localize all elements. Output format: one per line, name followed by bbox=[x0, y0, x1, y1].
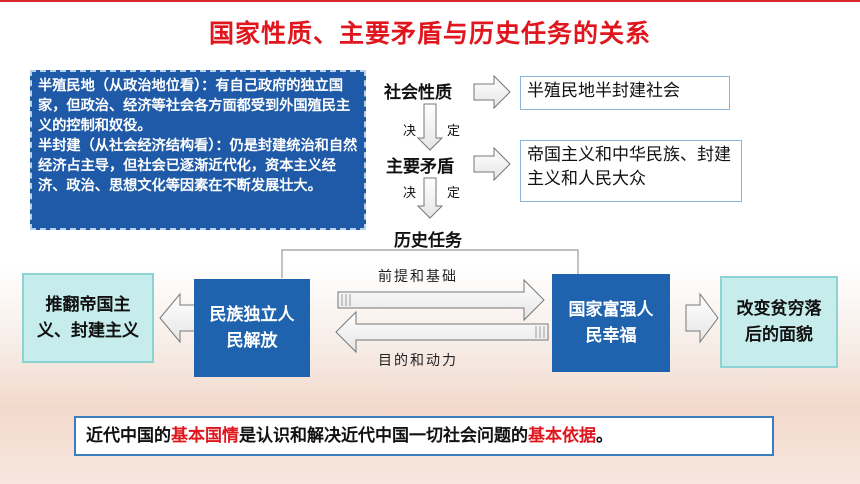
decide-label-2a: 决 bbox=[403, 186, 417, 201]
label-backward: 目的和动力 bbox=[378, 353, 458, 369]
goal-change-poverty: 改变贫穷落后的面貌 bbox=[720, 276, 838, 368]
top-rule bbox=[0, 0, 860, 2]
definition-semifeudal: 半封建（从社会经济结构看）：仍是封建统治和自然经济占主导，但社会已逐渐近代化，资… bbox=[38, 138, 358, 194]
label-forward: 前提和基础 bbox=[378, 269, 458, 285]
result-contradiction: 帝国主义和中华民族、封建主义和人民大众 bbox=[520, 140, 742, 202]
node-social-nature: 社会性质 bbox=[384, 83, 452, 103]
decide-label-2b: 定 bbox=[447, 186, 461, 201]
definition-semicolonial: 半殖民地（从政治地位看）：有自己政府的独立国家，但政治、经济等社会各方面都受到外… bbox=[38, 78, 351, 134]
task-bracket bbox=[281, 249, 579, 278]
definition-box: 半殖民地（从政治地位看）：有自己政府的独立国家，但政治、经济等社会各方面都受到外… bbox=[30, 70, 366, 230]
result-nature: 半殖民地半封建社会 bbox=[520, 76, 730, 110]
conclusion-box: 近代中国的基本国情是认识和解决近代中国一切社会问题的基本依据。 bbox=[74, 416, 774, 456]
conclusion-part-2: 是认识和解决近代中国一切社会问题的 bbox=[239, 426, 528, 446]
node-historical-task: 历史任务 bbox=[394, 231, 462, 251]
goal-overthrow: 推翻帝国主义、封建主义 bbox=[22, 273, 154, 363]
arrow-to-change bbox=[685, 292, 719, 344]
arrow-down-2 bbox=[416, 177, 444, 219]
arrow-contradiction-result bbox=[473, 146, 511, 182]
page-title: 国家性质、主要矛盾与历史任务的关系 bbox=[208, 19, 651, 48]
conclusion-highlight-1: 基本国情 bbox=[171, 426, 239, 446]
arrow-nature-result bbox=[473, 74, 511, 110]
conclusion-highlight-2: 基本依据 bbox=[528, 426, 596, 446]
box-independence: 民族独立人民解放 bbox=[194, 279, 310, 377]
arrow-to-overthrow bbox=[159, 292, 197, 344]
conclusion-part-3: 。 bbox=[596, 426, 613, 446]
arrow-down-1 bbox=[416, 103, 444, 151]
decide-label-1b: 定 bbox=[447, 124, 461, 139]
node-main-contradiction: 主要矛盾 bbox=[386, 157, 454, 177]
arrow-backward bbox=[335, 310, 549, 354]
arrow-forward bbox=[337, 278, 545, 322]
decide-label-1a: 决 bbox=[403, 124, 417, 139]
box-prosperity: 国家富强人民幸福 bbox=[552, 274, 670, 372]
conclusion-part-1: 近代中国的 bbox=[86, 426, 171, 446]
